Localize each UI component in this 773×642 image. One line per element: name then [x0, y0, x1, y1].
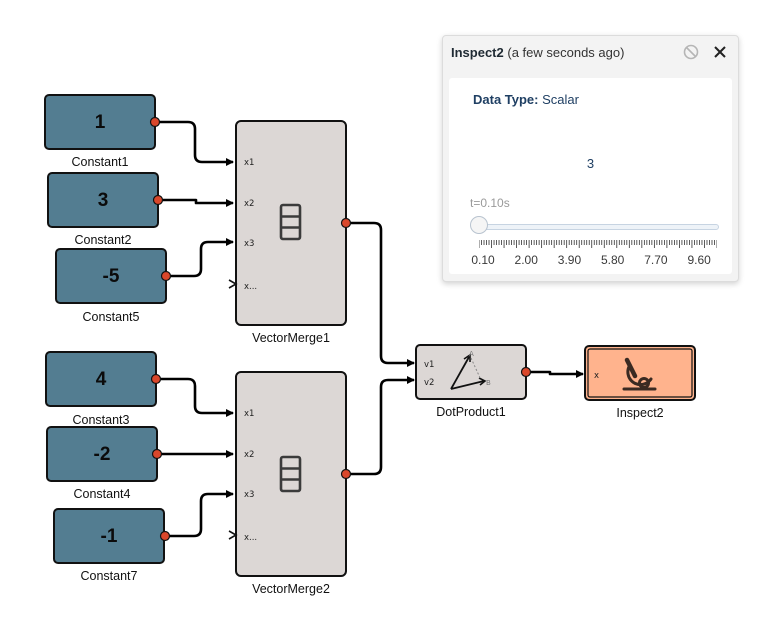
slider-tick-label: 2.00 [514, 253, 538, 267]
time-slider-ticks [479, 240, 717, 248]
input-port-label: v1 [424, 360, 434, 370]
wire-constant2-vectormerge1[interactable] [158, 198, 234, 207]
output-port[interactable] [520, 366, 532, 378]
constant-block-3[interactable]: 4 Constant3 [45, 351, 162, 427]
wire-vectormerge1-dotproduct1[interactable] [346, 221, 415, 367]
constant-value: -5 [103, 266, 120, 287]
block-label: Constant7 [81, 569, 138, 583]
inspect-panel-name: Inspect2 [451, 45, 504, 60]
wire-dotproduct1-inspect2[interactable] [526, 370, 584, 378]
block-label: Constant4 [74, 487, 131, 501]
slider-tick-label: 0.10 [471, 253, 495, 267]
constant-block-4[interactable]: -2 Constant4 [46, 426, 163, 501]
constant-block-2[interactable]: 3 Constant2 [47, 172, 164, 247]
data-type-value: Scalar [542, 92, 579, 107]
constant-block-7[interactable]: -1 Constant7 [53, 508, 171, 583]
block-label: VectorMerge1 [252, 331, 330, 345]
output-port[interactable] [150, 373, 162, 385]
wire-constant1-vectormerge1[interactable] [156, 120, 234, 166]
constant-value: -1 [101, 526, 118, 547]
time-slider-handle[interactable] [470, 216, 488, 234]
wire-constant5-vectormerge1[interactable] [166, 238, 234, 278]
time-slider-track[interactable] [479, 224, 719, 230]
output-port[interactable] [340, 217, 352, 229]
wire-constant7-vectormerge2[interactable] [165, 490, 234, 538]
vector-a-glyph: A [469, 350, 474, 358]
slider-tick-label: 9.60 [687, 253, 711, 267]
input-port-label: v2 [424, 378, 434, 388]
input-port-label: x2 [244, 199, 254, 209]
output-port[interactable] [152, 194, 164, 206]
input-port-label: x... [244, 282, 257, 292]
constant-value: 4 [96, 369, 107, 390]
wires [156, 120, 584, 538]
data-type-line: Data Type: Scalar [473, 92, 579, 107]
close-icon[interactable] [711, 43, 729, 61]
dotproduct-block[interactable]: v1 v2 A B DotProduct1 [415, 344, 532, 419]
constant-value: 1 [95, 112, 106, 133]
input-port-label: x3 [244, 239, 254, 249]
vector-b-glyph: B [486, 379, 491, 387]
output-port[interactable] [159, 530, 171, 542]
inspect-panel-header[interactable]: Inspect2 (a few seconds ago) [443, 36, 738, 70]
slider-tick-label: 5.80 [600, 253, 625, 267]
vectormerge-block-1[interactable]: x1 x2 x3 x... VectorMerge1 [228, 120, 352, 345]
block-label: Constant1 [72, 155, 129, 169]
input-port-label: x2 [244, 450, 254, 460]
dot-product-vectors-icon: A B [450, 350, 491, 390]
block-label: Constant5 [83, 310, 140, 324]
variadic-port-chevron-icon[interactable] [228, 530, 238, 540]
inspect-panel-timestamp: (a few seconds ago) [507, 45, 625, 60]
block-label: DotProduct1 [436, 405, 506, 419]
output-port[interactable] [149, 116, 161, 128]
disable-icon[interactable] [683, 44, 699, 60]
input-port-label: x... [244, 533, 257, 543]
constant-value: -2 [94, 444, 111, 465]
block-label: Inspect2 [616, 406, 663, 420]
block-label: Constant3 [73, 413, 130, 427]
output-port[interactable] [160, 270, 172, 282]
inspect-panel-title: Inspect2 (a few seconds ago) [451, 45, 624, 60]
output-port[interactable] [340, 468, 352, 480]
constant-block-5[interactable]: -5 Constant5 [55, 248, 172, 324]
block-label: Constant2 [75, 233, 132, 247]
constant-block-1[interactable]: 1 Constant1 [44, 94, 161, 169]
input-port-label: x1 [244, 409, 254, 419]
microscope-icon [622, 357, 657, 391]
scalar-value: 3 [586, 156, 595, 171]
output-port[interactable] [151, 448, 163, 460]
input-port-label: x3 [244, 490, 254, 500]
wire-constant3-vectormerge2[interactable] [156, 377, 234, 417]
inspect-block[interactable]: x Inspect2 [584, 345, 696, 420]
input-port-label: x1 [244, 158, 254, 168]
vector-stack-icon [279, 203, 302, 241]
data-type-label: Data Type: [473, 92, 539, 107]
slider-tick-label: 7.70 [644, 253, 668, 267]
input-port-label: x [594, 371, 599, 381]
variadic-port-chevron-icon[interactable] [228, 279, 238, 289]
inspect-panel-body: Data Type: Scalar 3 t=0.10s 0.10 2.00 3.90… [449, 78, 732, 274]
inspect-panel[interactable]: Inspect2 (a few seconds ago) Data Type: … [442, 35, 739, 282]
time-label: t=0.10s [470, 196, 510, 210]
wire-vectormerge2-dotproduct1[interactable] [346, 376, 415, 476]
block-label: VectorMerge2 [252, 582, 330, 596]
constant-value: 3 [98, 190, 109, 211]
vectormerge-block-2[interactable]: x1 x2 x3 x... VectorMerge2 [228, 371, 352, 596]
vector-stack-icon [279, 455, 302, 493]
slider-tick-label: 3.90 [557, 253, 582, 267]
